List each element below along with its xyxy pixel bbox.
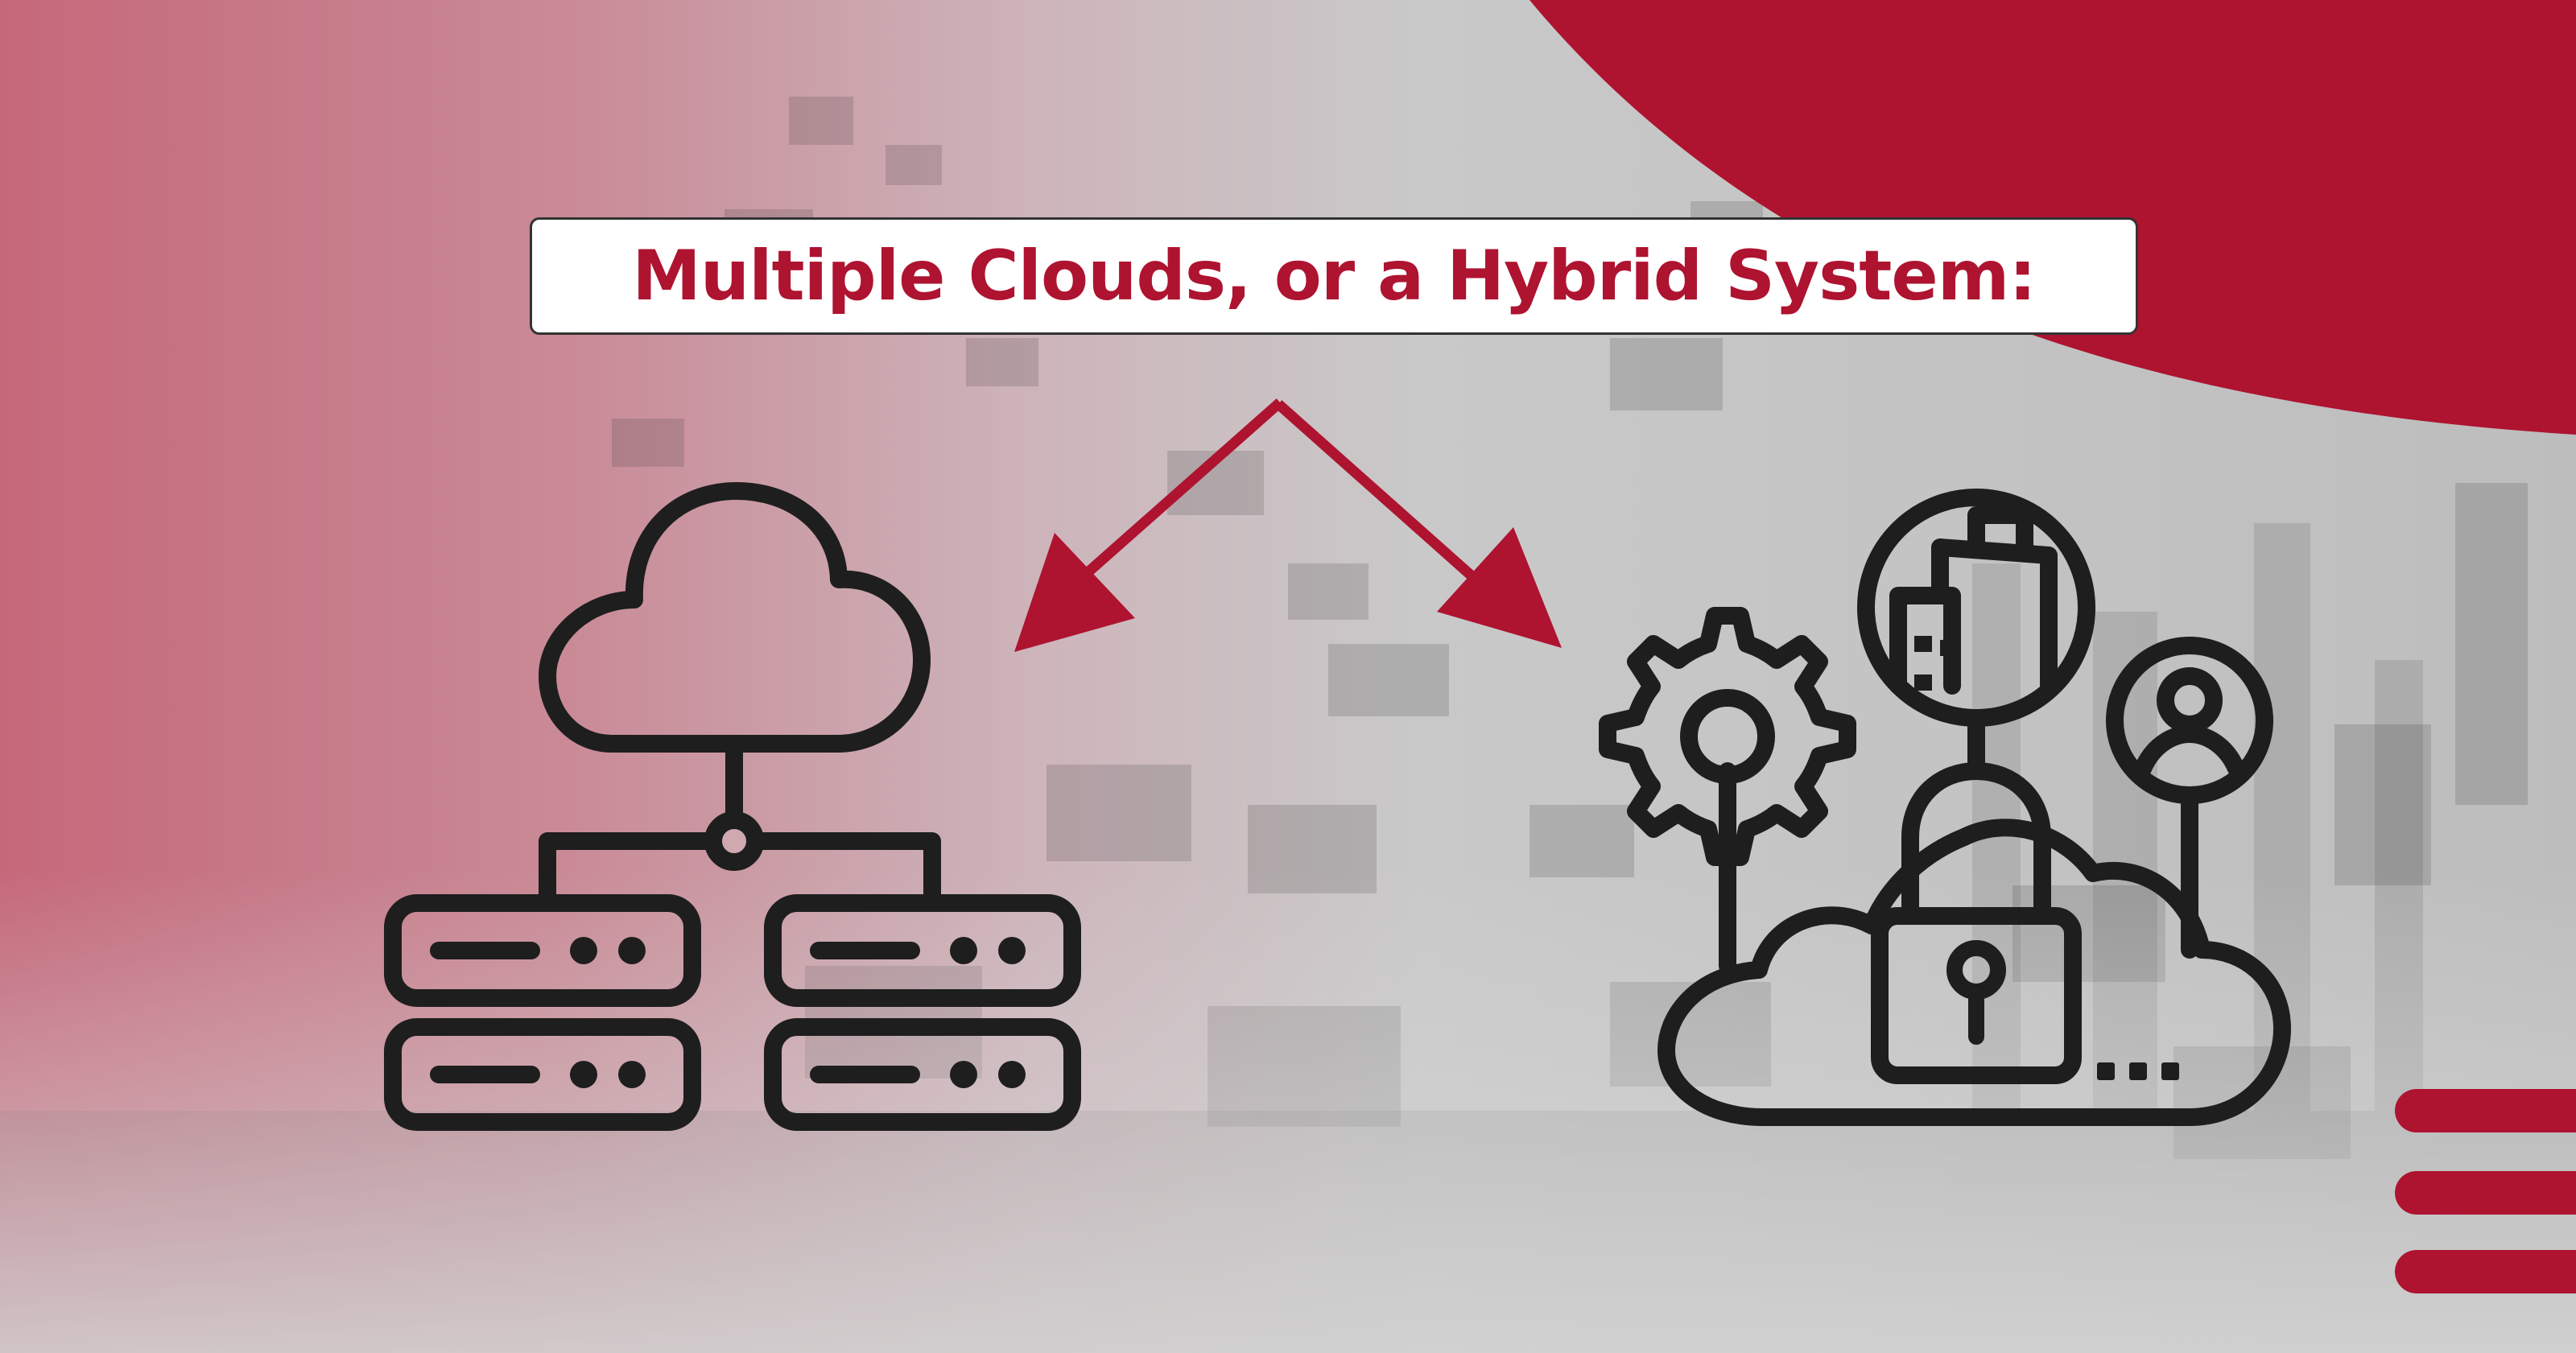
arrow-left-shaft	[1067, 398, 1284, 592]
cloud-dots	[2097, 1062, 2179, 1080]
hybrid-cloud-security-icon	[1599, 489, 2291, 1126]
arrow-right-head	[1437, 527, 1562, 648]
decor-stripe-1	[2395, 1089, 2576, 1132]
cloud-server-network-icon	[384, 482, 1081, 1131]
building-windows	[1914, 636, 1958, 691]
decor-stripe-2	[2395, 1171, 2576, 1215]
server-status-dots	[570, 937, 1026, 1088]
arrow-left-head	[1014, 533, 1135, 652]
page-title: Multiple Clouds, or a Hybrid System:	[632, 236, 2036, 316]
arrow-right-shaft	[1274, 400, 1493, 596]
split-arrows	[1014, 398, 1562, 652]
title-box: Multiple Clouds, or a Hybrid System:	[530, 217, 2138, 335]
decor-stripe-3	[2395, 1250, 2576, 1293]
lock-keyhole-icon	[1946, 940, 2006, 1045]
